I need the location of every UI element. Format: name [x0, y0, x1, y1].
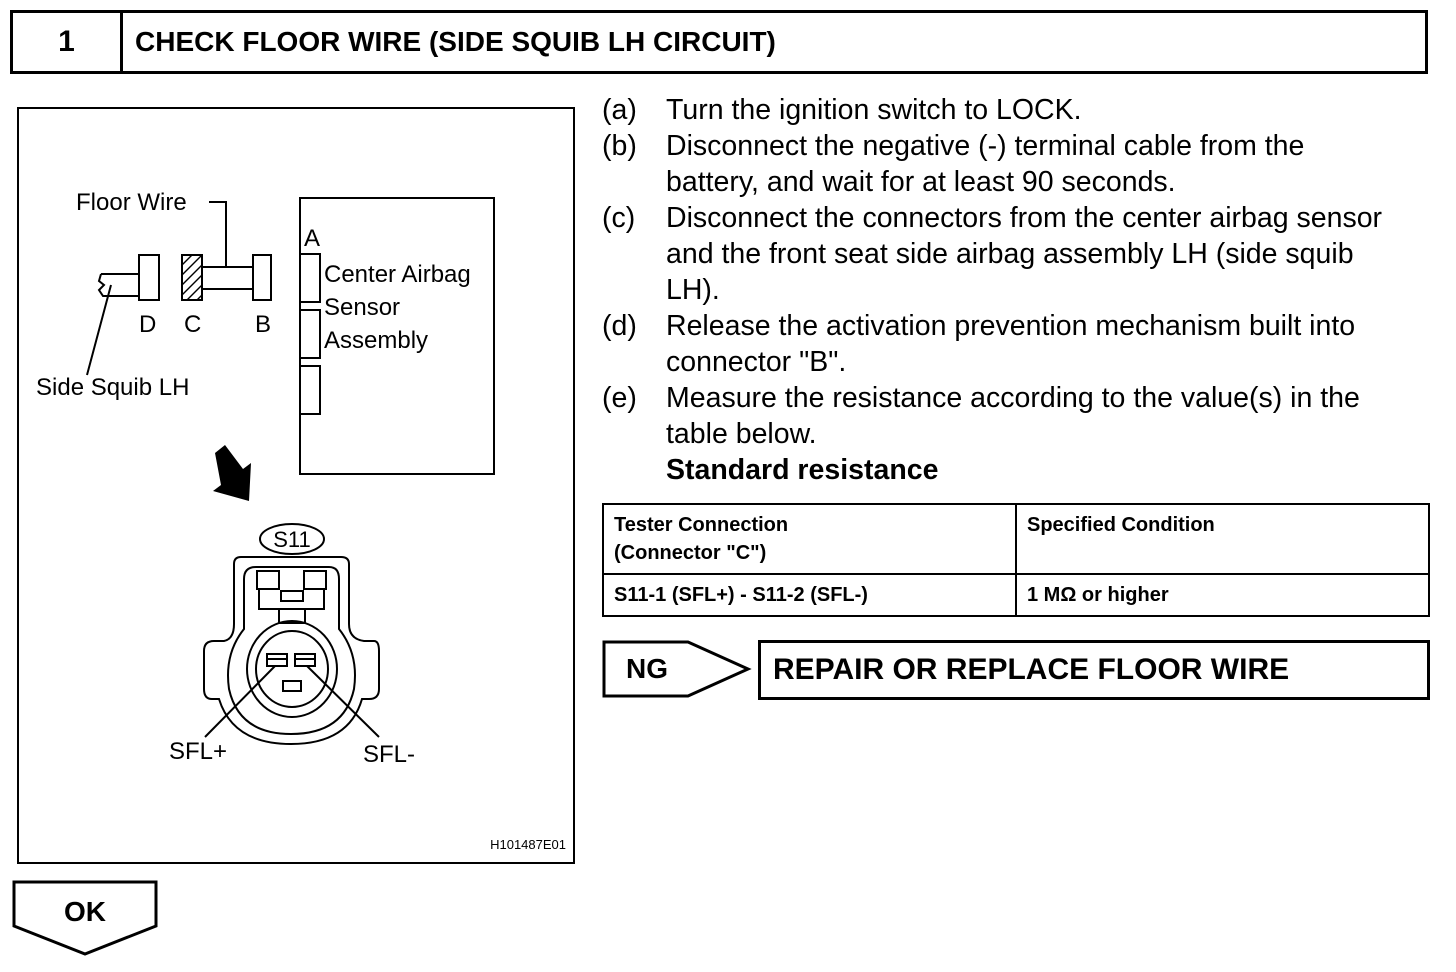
- floor-wire-leader: [209, 201, 227, 267]
- table-cell: S11-1 (SFL+) - S11-2 (SFL-): [602, 573, 1017, 617]
- instruction-label: (a): [602, 94, 637, 126]
- ng-indicator: NG: [602, 640, 752, 705]
- side-squib-leader: [86, 284, 112, 376]
- step-header: 1 CHECK FLOOR WIRE (SIDE SQUIB LH CIRCUI…: [10, 10, 1428, 74]
- table-header-cell: Specified Condition: [1015, 503, 1430, 575]
- ng-label: NG: [626, 653, 668, 684]
- arrow-down-right-icon: [213, 445, 251, 501]
- sensor-port-1: [299, 253, 321, 303]
- instruction-line: battery, and wait for at least 90 second…: [666, 166, 1176, 198]
- ng-action-box: REPAIR OR REPLACE FLOOR WIRE: [758, 640, 1430, 700]
- instruction-line: and the front seat side airbag assembly …: [666, 238, 1354, 270]
- instruction-line: Measure the resistance according to the …: [666, 382, 1360, 414]
- label-c: C: [184, 311, 201, 338]
- step-title: CHECK FLOOR WIRE (SIDE SQUIB LH CIRCUIT): [135, 26, 776, 57]
- label-d: D: [139, 311, 156, 338]
- connector-d: [138, 254, 160, 301]
- instruction-item: (a) Turn the ignition switch to LOCK.: [602, 92, 1432, 128]
- sensor-port-2: [299, 309, 321, 359]
- floor-wire-body: [201, 266, 254, 290]
- connector-b: [252, 254, 272, 301]
- wiring-diagram: Floor Wire D C B Side Squib LH A Center …: [36, 189, 566, 852]
- sensor-label-line-2: Sensor: [324, 294, 400, 321]
- step-number: 1: [13, 13, 123, 71]
- instruction-label: (b): [602, 130, 637, 162]
- instruction-line: Disconnect the connectors from the cente…: [666, 202, 1383, 234]
- pin-plus-leader: [204, 665, 276, 738]
- connector-code-oval: [259, 523, 325, 555]
- floor-wire-label: Floor Wire: [76, 189, 187, 216]
- instruction-line: table below.: [666, 418, 817, 450]
- sensor-label-line-1: Center Airbag: [324, 261, 471, 288]
- table-cell: 1 MΩ or higher: [1015, 573, 1430, 617]
- ok-indicator: OK: [12, 880, 160, 963]
- side-squib-label: Side Squib LH: [36, 374, 189, 401]
- instruction-line: connector "B".: [666, 346, 847, 378]
- table-header-cell: Tester Connection (Connector "C"): [602, 503, 1017, 575]
- pin-minus-leader: [306, 665, 380, 738]
- ok-label: OK: [64, 896, 106, 927]
- instruction-item: (e) Measure the resistance according to …: [602, 380, 1432, 452]
- connector-face: [203, 556, 380, 746]
- figure-id: H101487E01: [490, 837, 566, 852]
- resistance-table: Tester Connection (Connector "C") Specif…: [602, 503, 1430, 617]
- wiring-figure: Floor Wire D C B Side Squib LH A Center …: [17, 107, 575, 864]
- instruction-line: Release the activation prevention mechan…: [666, 310, 1356, 342]
- instruction-label: (d): [602, 310, 637, 342]
- sensor-label-line-3: Assembly: [324, 327, 428, 354]
- table-row: S11-1 (SFL+) - S11-2 (SFL-) 1 MΩ or high…: [602, 573, 1430, 617]
- squib-wire-end: [97, 273, 139, 297]
- sensor-port-3: [299, 365, 321, 415]
- table-header-row: Tester Connection (Connector "C") Specif…: [602, 503, 1430, 575]
- ng-arrow-shape: NG: [602, 640, 752, 698]
- label-b: B: [255, 311, 271, 338]
- instruction-list: (a) Turn the ignition switch to LOCK. (b…: [602, 92, 1432, 488]
- instruction-item: (c) Disconnect the connectors from the c…: [602, 200, 1432, 308]
- instruction-line: Turn the ignition switch to LOCK.: [666, 94, 1082, 126]
- pin-minus-label: SFL-: [363, 741, 415, 768]
- instruction-label: (c): [602, 202, 636, 234]
- connector-code: S11: [273, 527, 311, 552]
- instruction-item: (d) Release the activation prevention me…: [602, 308, 1432, 380]
- standard-heading: Standard resistance: [666, 454, 939, 486]
- label-a: A: [304, 225, 320, 252]
- ok-arrow-shape: OK: [12, 880, 158, 956]
- connector-c-hatch: [181, 254, 203, 301]
- instruction-item: (b) Disconnect the negative (-) terminal…: [602, 128, 1432, 200]
- instruction-label: (e): [602, 382, 637, 414]
- pin-plus-label: SFL+: [169, 738, 227, 765]
- instruction-line: Disconnect the negative (-) terminal cab…: [666, 130, 1305, 162]
- instruction-line: LH).: [666, 274, 720, 306]
